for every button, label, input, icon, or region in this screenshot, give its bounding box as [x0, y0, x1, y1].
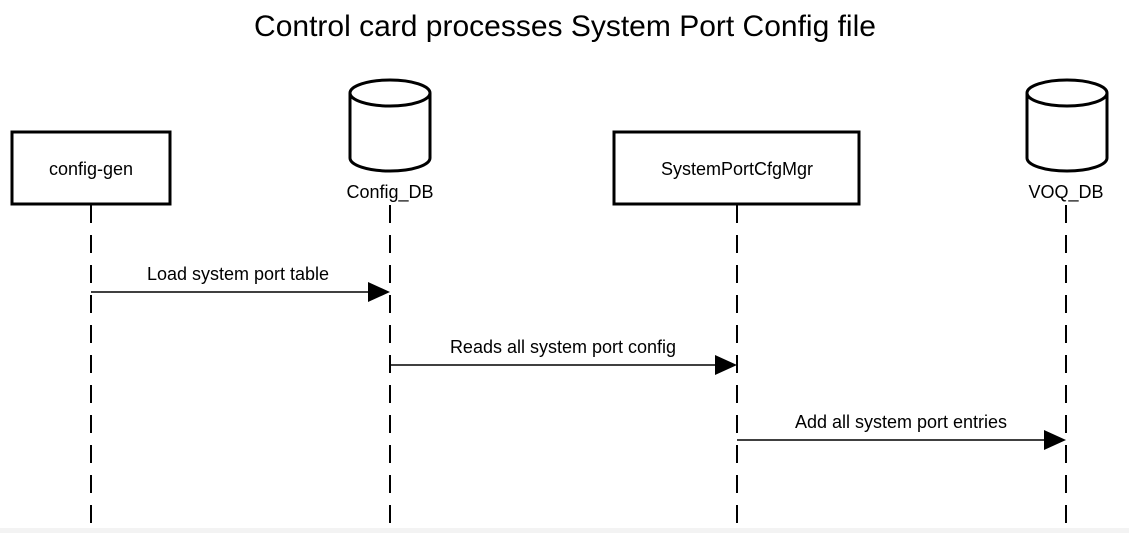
- participant-box: [612, 130, 861, 206]
- diagram-title: Control card processes System Port Confi…: [254, 10, 876, 43]
- message-load-system-port-table: Load system port table: [91, 264, 390, 302]
- participant-config-gen: config-gen: [10, 130, 172, 206]
- participant-box: [10, 130, 172, 206]
- message-add-all-system-port-entries: Add all system port entries: [737, 412, 1066, 450]
- participant-systemportcfgmgr: SystemPortCfgMgr: [612, 130, 861, 206]
- participant-config-db: Config_DB: [346, 78, 434, 203]
- participant-label: config-gen: [49, 159, 133, 179]
- message-label: Add all system port entries: [795, 412, 1007, 432]
- database-icon-rim: [348, 92, 432, 108]
- message-reads-all-system-port-config: Reads all system port config: [390, 337, 737, 375]
- participant-voq-db: VOQ_DB: [1025, 78, 1109, 203]
- footer-band: [0, 528, 1129, 533]
- participant-label: Config_DB: [346, 182, 433, 203]
- participant-label: VOQ_DB: [1028, 182, 1103, 203]
- database-icon-rim: [1025, 92, 1109, 108]
- message-label: Load system port table: [147, 264, 329, 284]
- arrowhead-icon: [1044, 430, 1066, 450]
- arrowhead-icon: [715, 355, 737, 375]
- participant-label: SystemPortCfgMgr: [661, 159, 813, 179]
- arrowhead-icon: [368, 282, 390, 302]
- message-label: Reads all system port config: [450, 337, 676, 357]
